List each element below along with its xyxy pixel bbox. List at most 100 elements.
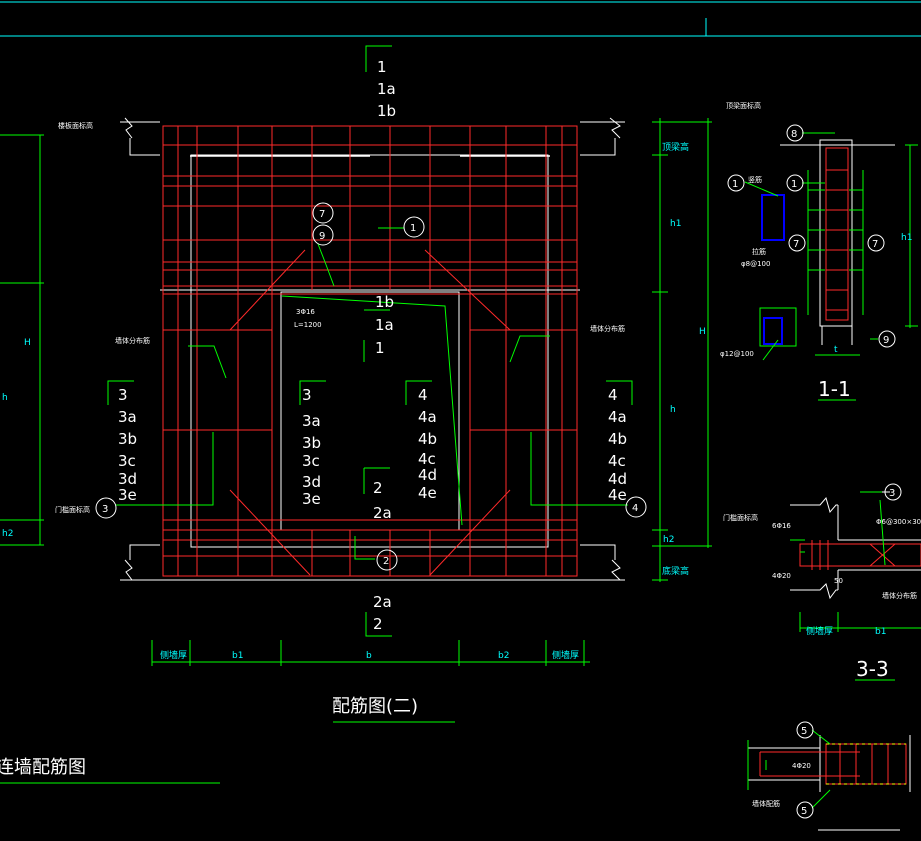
- tag-mark: 4a: [608, 408, 627, 426]
- inner-left-tag-group: 3 3a 3b 3c 3d 3e: [302, 386, 321, 508]
- annotation-beam-level: 顶梁面标高: [726, 101, 761, 110]
- bubble-label: 4: [632, 503, 638, 514]
- dim-label: h2: [663, 535, 674, 545]
- section-marks-top: 1 1a 1b: [377, 58, 396, 120]
- section-3-3-title: 3-3: [856, 657, 889, 681]
- bubble-label: 9: [319, 231, 325, 242]
- tag-mark: 3a: [118, 408, 137, 426]
- tag-mark: 4b: [608, 430, 627, 448]
- annotation: 50: [834, 577, 843, 585]
- dim-label: b1: [875, 627, 886, 637]
- left-partial-view: H h h2 连墙配筋图: [0, 134, 220, 784]
- opening-mark: 1a: [375, 316, 394, 334]
- right-dimensions: [652, 118, 712, 582]
- tag-mark: 3b: [302, 434, 321, 452]
- dim-label: b2: [498, 651, 509, 661]
- dim-label: 侧墙厚: [552, 649, 579, 661]
- annotation-dist-right: 墙体分布筋: [590, 324, 625, 333]
- tag-mark: 3e: [302, 490, 321, 508]
- dim-label: h1: [901, 233, 912, 243]
- annotation: 6Φ16: [772, 522, 791, 530]
- tag-mark: 4c: [608, 452, 626, 470]
- right-tag-group: 4 4a 4b 4c 4d 4e: [608, 386, 627, 504]
- tag-mark: 3d: [302, 473, 321, 491]
- section-1-1-title: 1-1: [818, 377, 851, 401]
- section-mark: 1: [377, 58, 387, 76]
- opening-marks: 1b 1a 1 2 2a: [373, 293, 394, 522]
- dim-label: h: [2, 393, 8, 403]
- dim-label: h: [670, 405, 676, 415]
- annotation: Φ6@300×300: [876, 518, 921, 526]
- annotation: 墙体配筋: [752, 799, 780, 808]
- opening-mark: 2: [373, 479, 383, 497]
- opening-mark: 2a: [373, 504, 392, 522]
- annotation-door-right: 门槛面标高: [723, 513, 758, 522]
- rebar-mesh: [162, 125, 578, 577]
- bubble-label: 1: [791, 179, 797, 190]
- annotation: 4Φ20: [792, 762, 811, 770]
- rebar-note: 3Φ16 L=1200: [294, 308, 322, 329]
- drawing-frame: [0, 1, 921, 37]
- tag-mark: 3c: [302, 452, 320, 470]
- tag-mark: 4: [418, 386, 428, 404]
- dim-label: 侧墙厚: [160, 649, 187, 661]
- dim-label: 底梁高: [662, 565, 689, 577]
- bubble-label: 3: [102, 504, 108, 515]
- tag-mark: 3: [118, 386, 128, 404]
- callout-bubbles: [95, 202, 647, 571]
- tag-mark: 4b: [418, 430, 437, 448]
- tag-mark: 4a: [418, 408, 437, 426]
- tag-mark: 3a: [302, 412, 321, 430]
- tag-mark: 3e: [118, 486, 137, 504]
- annotation: 墙体分布筋: [882, 591, 917, 600]
- tag-mark: 3d: [118, 470, 137, 488]
- dim-label: b1: [232, 651, 243, 661]
- tag-mark: 4c: [418, 450, 436, 468]
- annotation: φ12@100: [720, 350, 754, 358]
- section-3-3-view: 3 6Φ16 Φ6@300×300 4Φ20 50 墙体分布筋 侧墙厚 b1 3…: [772, 483, 921, 681]
- leader-lines: [107, 45, 633, 637]
- bubble-label: 3: [889, 488, 895, 499]
- dim-label: 顶梁高: [662, 141, 689, 153]
- tag-mark: 4d: [418, 466, 437, 484]
- bubble-label: 7: [872, 239, 878, 250]
- tag-mark: 3: [302, 386, 312, 404]
- right-dimension-labels: 顶梁高 h1 h H h2 底梁高: [662, 141, 706, 577]
- section-mark: 2: [373, 615, 383, 633]
- bubble-label: 2: [383, 556, 389, 567]
- bubble-label: 7: [319, 209, 325, 220]
- dim-label: h2: [2, 529, 13, 539]
- left-partial-title: 连墙配筋图: [0, 757, 86, 778]
- section-mark: 1b: [377, 102, 396, 120]
- bubble-label: 5: [801, 726, 807, 737]
- annotation: 竖筋: [748, 175, 762, 184]
- main-rebar-view: 1 1a 1b 2a 2 1b 1a 1 2 2a 3 3a 3b 3c 3d …: [55, 45, 761, 723]
- section-mark: 2a: [373, 593, 392, 611]
- bubble-label: 7: [793, 239, 799, 250]
- annotation: φ8@100: [741, 260, 770, 268]
- annotation-floor-level: 楼板面标高: [58, 121, 93, 130]
- bubble-label: 1: [410, 223, 416, 234]
- section-marks-bottom: 2a 2: [373, 593, 392, 633]
- tag-mark: 3c: [118, 452, 136, 470]
- section-1-1-view: 8 1 1 7 7 9 竖筋 拉筋 φ8@100 φ12@100 h1 t 1-…: [720, 124, 918, 401]
- dim-label: h1: [670, 219, 681, 229]
- bubble-label: 5: [801, 806, 807, 817]
- section-bottom-view: 5 5 4Φ20 墙体配筋: [747, 721, 911, 831]
- bottom-dimension-labels: 侧墙厚 b1 b b2 侧墙厚: [160, 649, 579, 661]
- rebar-note-length: L=1200: [294, 321, 322, 329]
- bottom-dimensions: [151, 640, 590, 666]
- dim-label: 侧墙厚: [806, 625, 833, 637]
- opening-mark: 1b: [375, 293, 394, 311]
- annotation: 拉筋: [752, 247, 766, 256]
- rebar-note-spec: 3Φ16: [296, 308, 315, 316]
- bubble-label: 9: [883, 335, 889, 346]
- annotation-dist-left: 墙体分布筋: [115, 336, 150, 345]
- main-view-title: 配筋图(二): [332, 696, 418, 717]
- annotation: 4Φ20: [772, 572, 791, 580]
- section-mark: 1a: [377, 80, 396, 98]
- tag-mark: 4e: [418, 484, 437, 502]
- left-tag-group: 3 3a 3b 3c 3d 3e: [118, 386, 137, 504]
- opening-mark: 1: [375, 339, 385, 357]
